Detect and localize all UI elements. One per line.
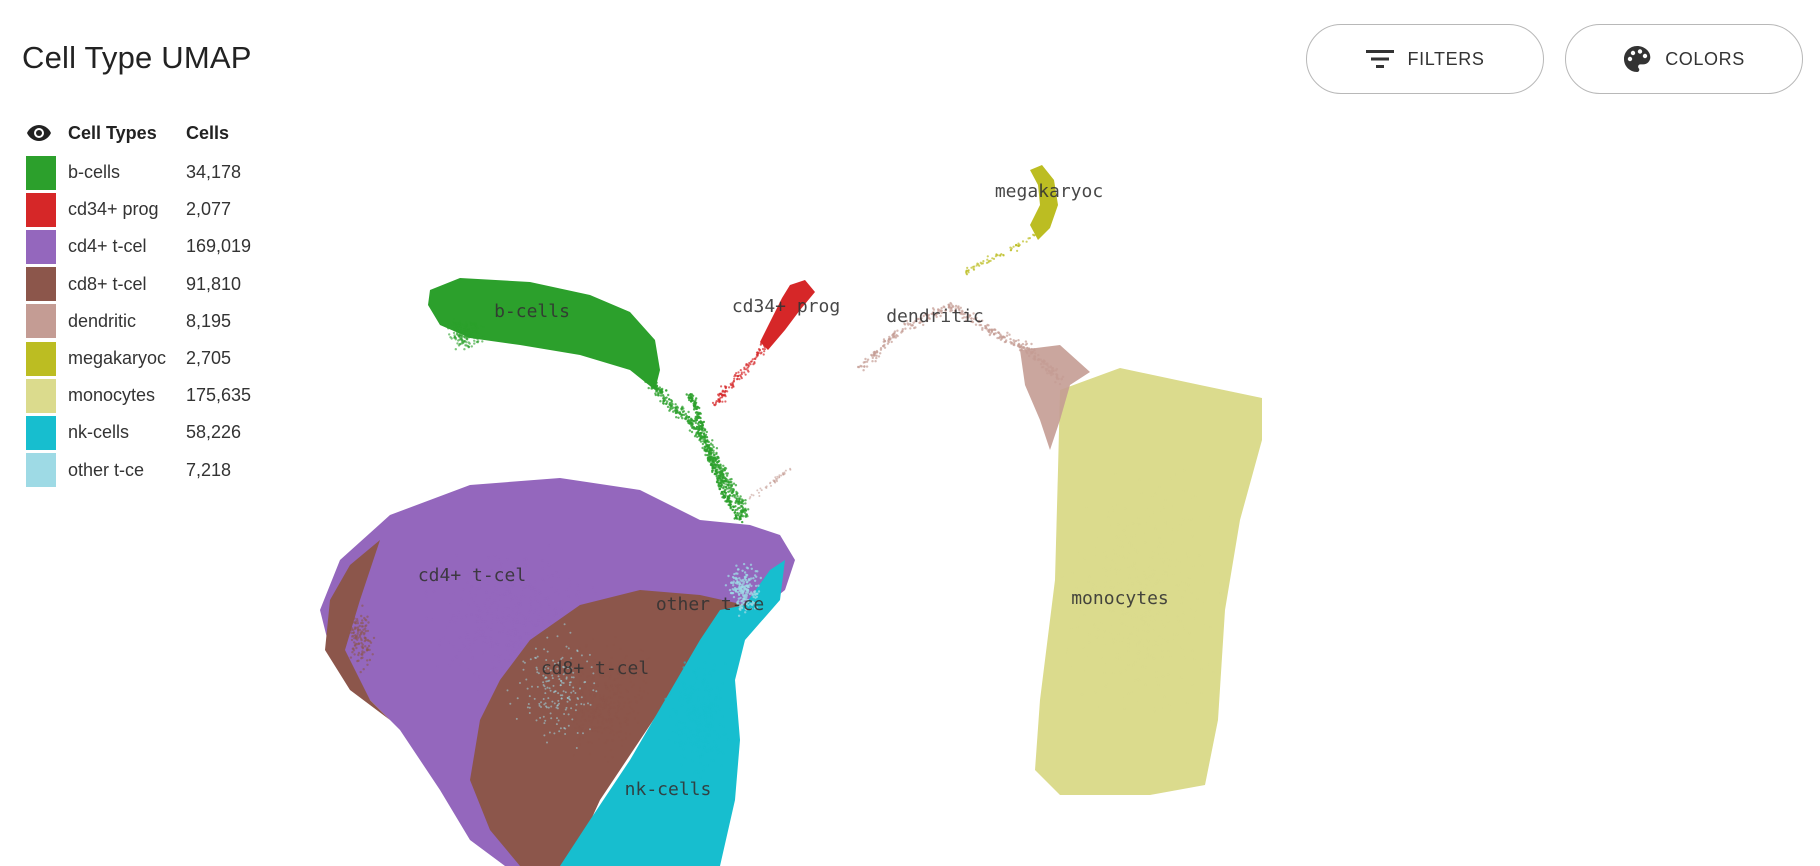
legend-count: 169,019: [186, 236, 252, 257]
cluster-b-cells: [428, 278, 750, 524]
legend-label: other t-ce: [68, 459, 145, 480]
cluster-label: cd4+ t-cel: [418, 565, 526, 586]
legend-label: cd8+ t-cel: [68, 273, 147, 294]
legend-swatch[interactable]: [26, 267, 56, 302]
cluster-other-t-ce: [506, 562, 762, 749]
legend-count: 2,705: [186, 348, 232, 369]
page-title: Cell Type UMAP: [22, 40, 252, 75]
legend-label: megakaryoc: [68, 348, 167, 369]
legend-count: 58,226: [186, 422, 242, 443]
legend-swatch[interactable]: [26, 341, 56, 376]
legend-count: 34,178: [186, 162, 242, 183]
legend: Cell Types Cells b-cells 34,178 cd34+ prog…: [26, 118, 266, 489]
legend-label: dendritic: [68, 310, 137, 331]
cluster-label: b-cells: [494, 301, 570, 322]
legend-column-cell-types: Cell Types: [68, 122, 157, 143]
legend-swatch[interactable]: [26, 192, 56, 227]
legend-row[interactable]: nk-cells 58,226: [26, 414, 266, 451]
legend-header: Cell Types Cells: [26, 118, 266, 148]
legend-count: 2,077: [186, 199, 232, 220]
legend-row[interactable]: cd34+ prog 2,077: [26, 191, 266, 228]
filters-button[interactable]: FILTERS: [1306, 24, 1544, 94]
legend-row[interactable]: b-cells 34,178: [26, 154, 266, 191]
cluster-cd8-t-cel: [325, 540, 745, 866]
legend-row[interactable]: cd8+ t-cel 91,810: [26, 266, 266, 303]
legend-count: 91,810: [186, 273, 242, 294]
legend-count: 7,218: [186, 459, 232, 480]
cluster-dendritic: [748, 301, 1090, 500]
cluster-nk-cells: [560, 560, 785, 866]
legend-column-cells: Cells: [186, 122, 230, 143]
legend-count: 175,635: [186, 385, 252, 406]
legend-row[interactable]: megakaryoc 2,705: [26, 340, 266, 377]
legend-rows: b-cells 34,178 cd34+ prog 2,077 cd4+ t-cel 16…: [26, 154, 266, 489]
legend-swatch[interactable]: [26, 378, 56, 413]
cluster-label: nk-cells: [625, 779, 712, 800]
cluster-label: megakaryoc: [995, 181, 1103, 202]
cluster-label: other t-ce: [656, 594, 764, 615]
colors-button[interactable]: COLORS: [1565, 24, 1803, 94]
cluster-label: cd34+ prog: [732, 296, 840, 317]
cluster-megakaryoc: [965, 165, 1058, 276]
legend-label: monocytes: [68, 385, 156, 406]
legend-label: cd34+ prog: [68, 199, 159, 220]
legend-label: b-cells: [68, 162, 121, 183]
colors-label: COLORS: [1665, 48, 1745, 69]
legend-swatch[interactable]: [26, 453, 56, 488]
legend-swatch[interactable]: [26, 304, 56, 339]
legend-swatch[interactable]: [26, 229, 56, 264]
cluster-cd34-prog: [711, 280, 815, 407]
cluster-label: monocytes: [1071, 588, 1169, 609]
legend-row[interactable]: other t-ce 7,218: [26, 452, 266, 489]
cluster-monocytes: [1035, 368, 1262, 795]
legend-row[interactable]: cd4+ t-cel 169,019: [26, 228, 266, 265]
cluster-label: dendritic: [886, 306, 984, 327]
legend-label: cd4+ t-cel: [68, 236, 147, 257]
cluster-label: cd8+ t-cel: [541, 658, 649, 679]
legend-row[interactable]: monocytes 175,635: [26, 377, 266, 414]
legend-label: nk-cells: [68, 422, 130, 443]
filters-label: FILTERS: [1407, 48, 1485, 69]
legend-swatch[interactable]: [26, 155, 56, 190]
legend-swatch[interactable]: [26, 415, 56, 450]
eye-icon[interactable]: [26, 124, 56, 142]
legend-row[interactable]: dendritic 8,195: [26, 303, 266, 340]
filter-icon: [1365, 49, 1394, 69]
legend-count: 8,195: [186, 310, 232, 331]
palette-icon: [1623, 45, 1651, 73]
